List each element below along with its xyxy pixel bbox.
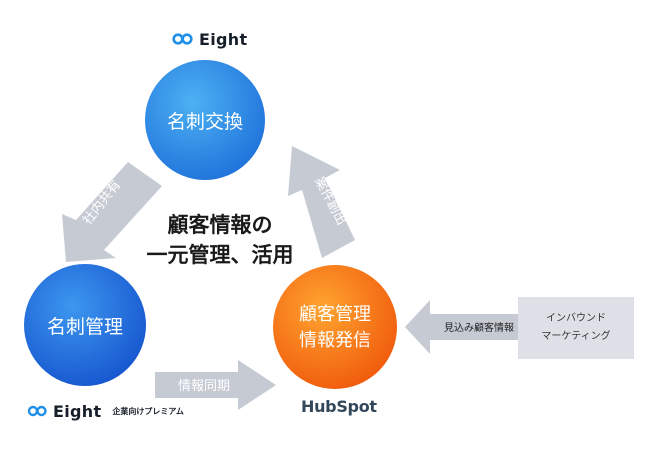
- arrow-prospect-info: [405, 300, 518, 354]
- inbound-marketing-line2: マーケティング: [541, 331, 611, 342]
- arrow-deal-creation: 案件創出: [288, 146, 355, 258]
- node-card-management-label: 名刺管理: [47, 316, 123, 338]
- eight-logo-icon-top: [172, 33, 193, 45]
- node-customer-hub-line1: 顧客管理: [299, 304, 371, 325]
- eight-logo-icon-bottom: [27, 405, 47, 417]
- node-customer-hub: 顧客管理 情報発信: [273, 265, 397, 389]
- eight-premium-logo-text: Eight: [53, 401, 102, 421]
- node-card-exchange-label: 名刺交換: [167, 111, 243, 133]
- hubspot-logo: HubSpot: [301, 397, 377, 416]
- arrow-prospect-info-label: 見込み顧客情報: [444, 323, 514, 334]
- eight-logo-top-text: Eight: [199, 29, 248, 49]
- center-caption: 顧客情報の 一元管理、活用: [120, 210, 320, 270]
- node-customer-hub-line2: 情報発信: [299, 330, 371, 351]
- arrow-info-sync-label: 情報同期: [178, 379, 230, 394]
- center-caption-line1: 顧客情報の: [167, 213, 273, 237]
- center-caption-line2: 一元管理、活用: [146, 243, 294, 267]
- eight-premium-logo: Eight 企業向けプレミアム: [28, 401, 184, 421]
- node-card-exchange: 名刺交換: [145, 60, 265, 180]
- arrow-info-sync: 情報同期: [155, 360, 276, 410]
- inbound-marketing-line1: インバウンド: [546, 313, 606, 324]
- inbound-marketing-box: インバウンド マーケティング: [518, 297, 634, 359]
- eight-logo-top: Eight: [172, 28, 247, 50]
- eight-premium-logo-sub: 企業向けプレミアム: [112, 406, 184, 416]
- node-card-management: 名刺管理: [24, 264, 146, 386]
